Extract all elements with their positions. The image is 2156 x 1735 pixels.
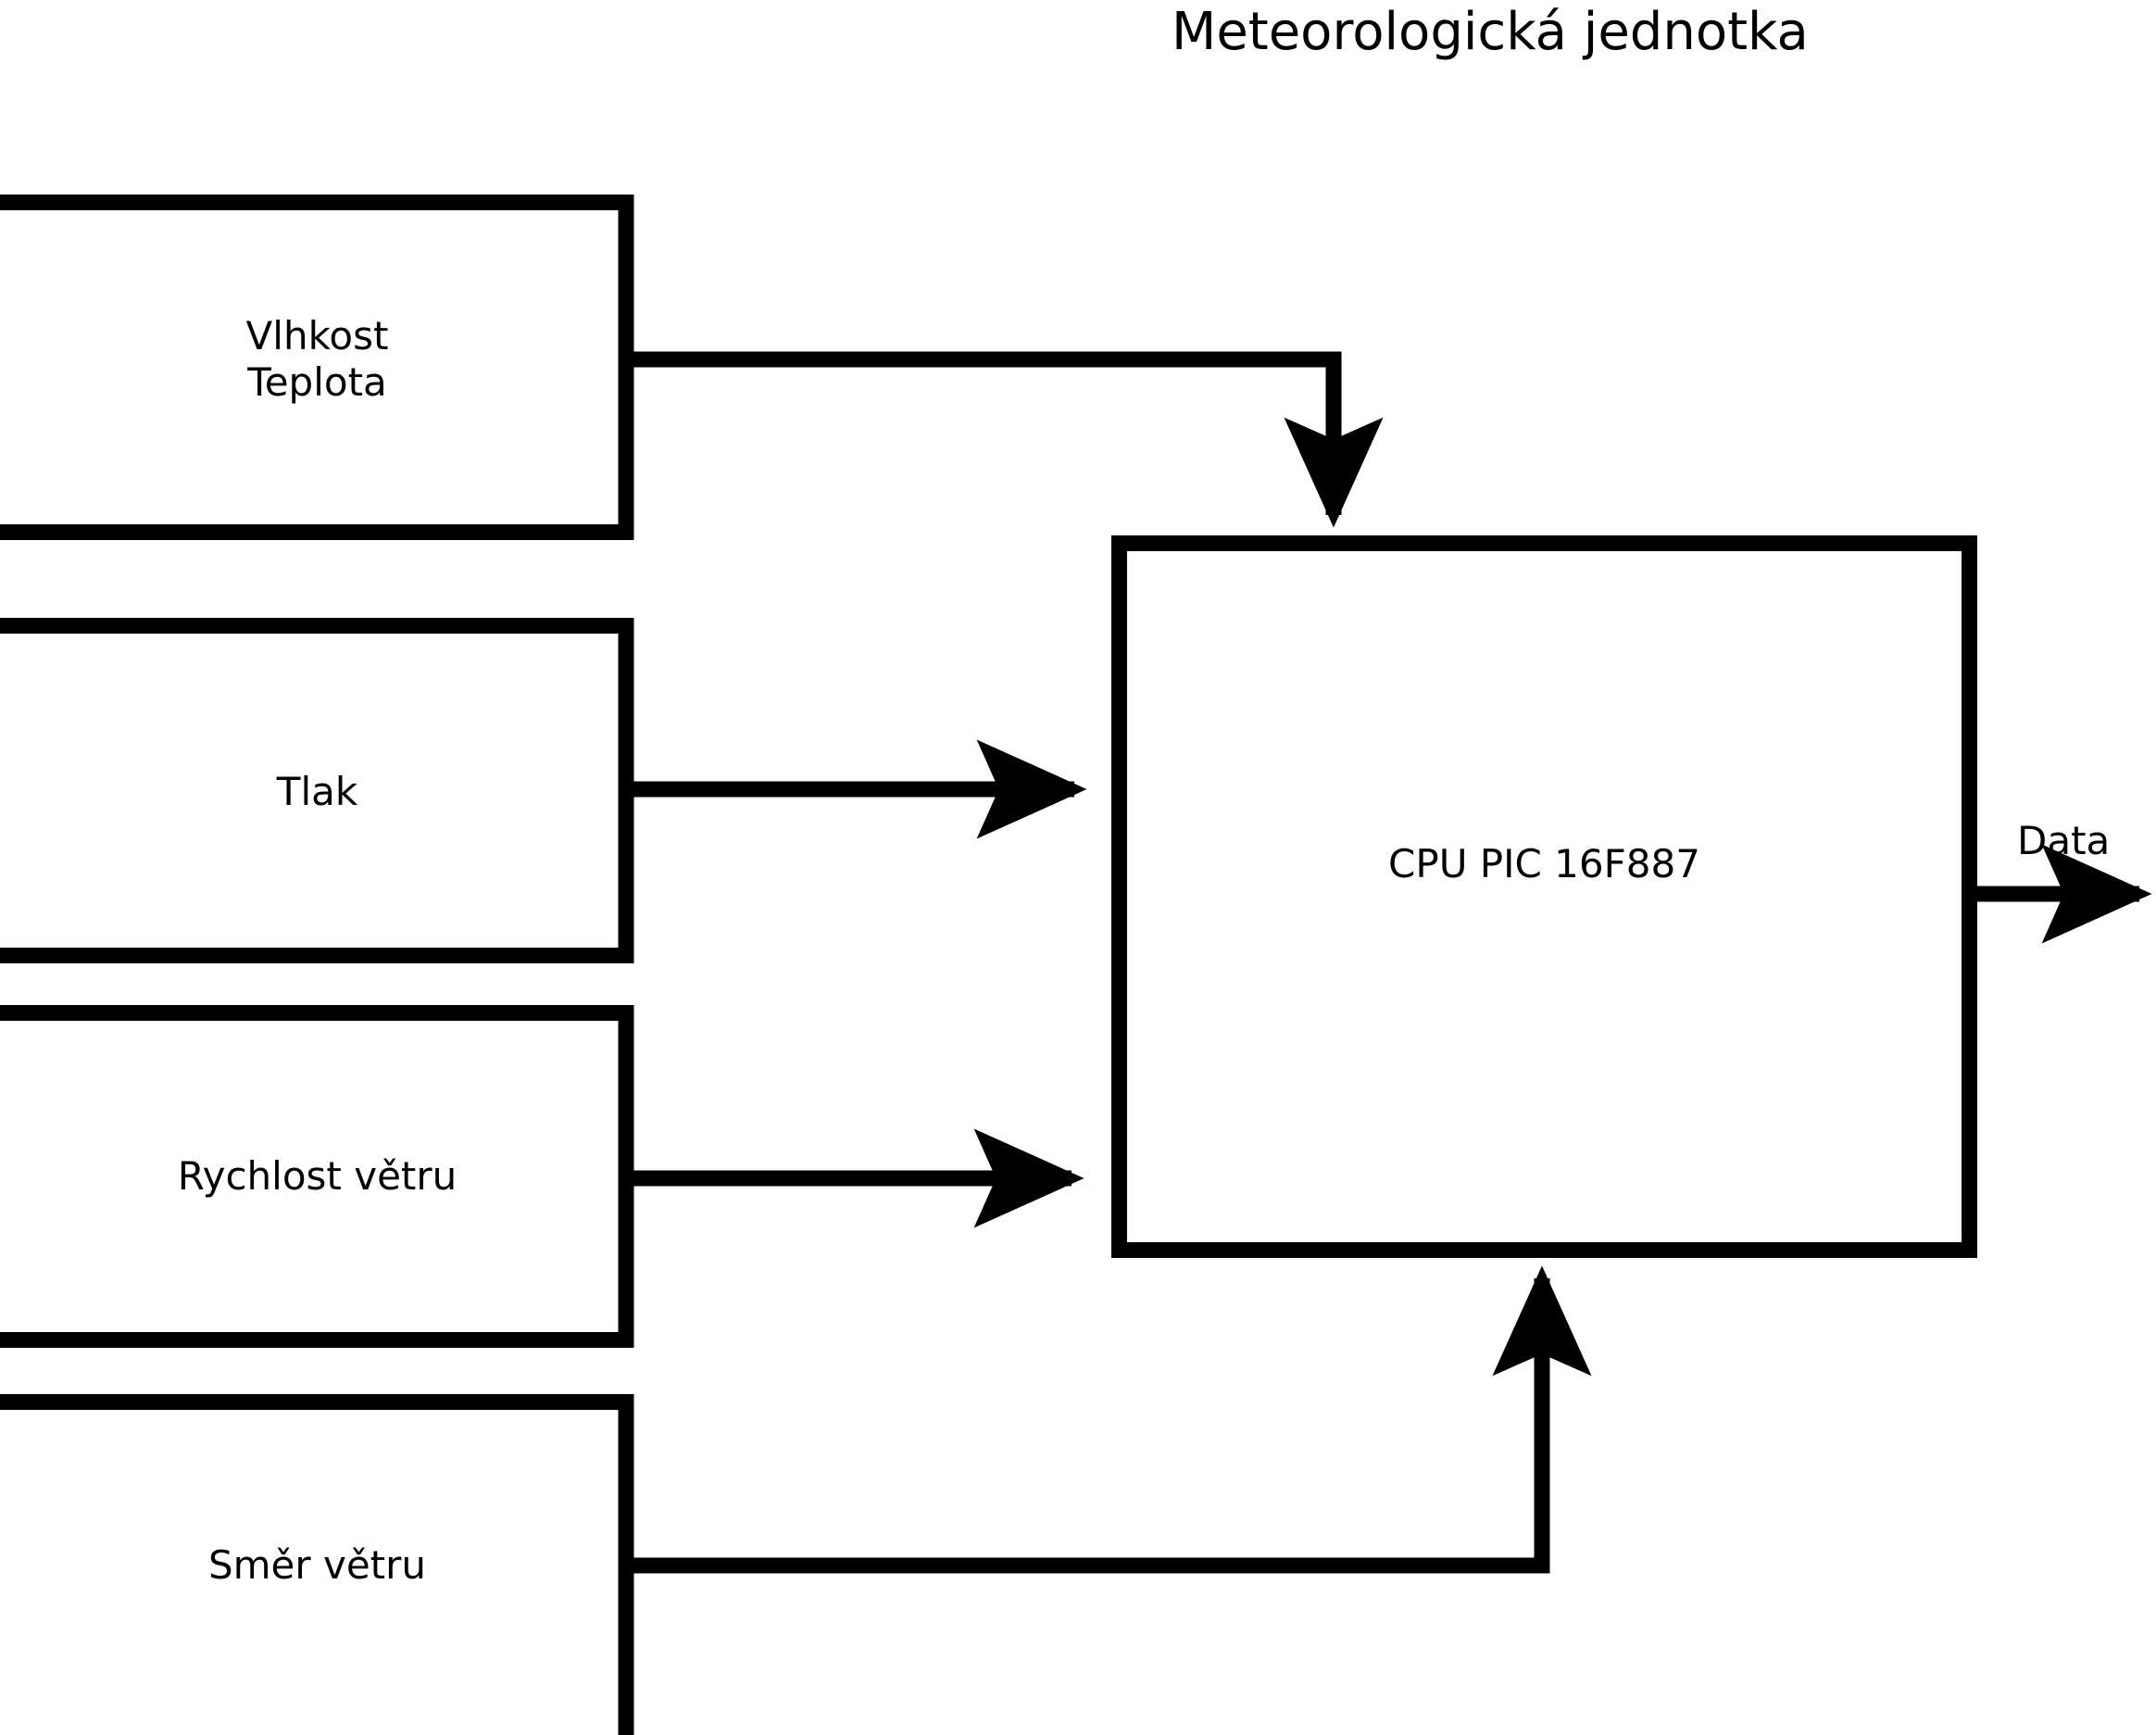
cpu-box xyxy=(1111,535,1977,1258)
cpu-label: CPU PIC 16F887 xyxy=(1388,841,1700,886)
sensor-label-humidity-temperature: Vlhkost Teplota xyxy=(245,313,389,405)
connector-humidity-temperature xyxy=(619,351,1384,528)
page-title: Meteorologická jednotka xyxy=(1172,2,1809,62)
data-output-label: Data xyxy=(2017,818,2111,863)
sensor-label-pressure: Tlak xyxy=(276,769,358,814)
sensor-label-wind-speed: Rychlost větru xyxy=(177,1153,458,1199)
sensor-box-wind-direction xyxy=(0,1394,634,1735)
sensor-label-wind-direction: Směr větru xyxy=(207,1542,427,1588)
connector-wind-direction xyxy=(619,1265,1592,1574)
